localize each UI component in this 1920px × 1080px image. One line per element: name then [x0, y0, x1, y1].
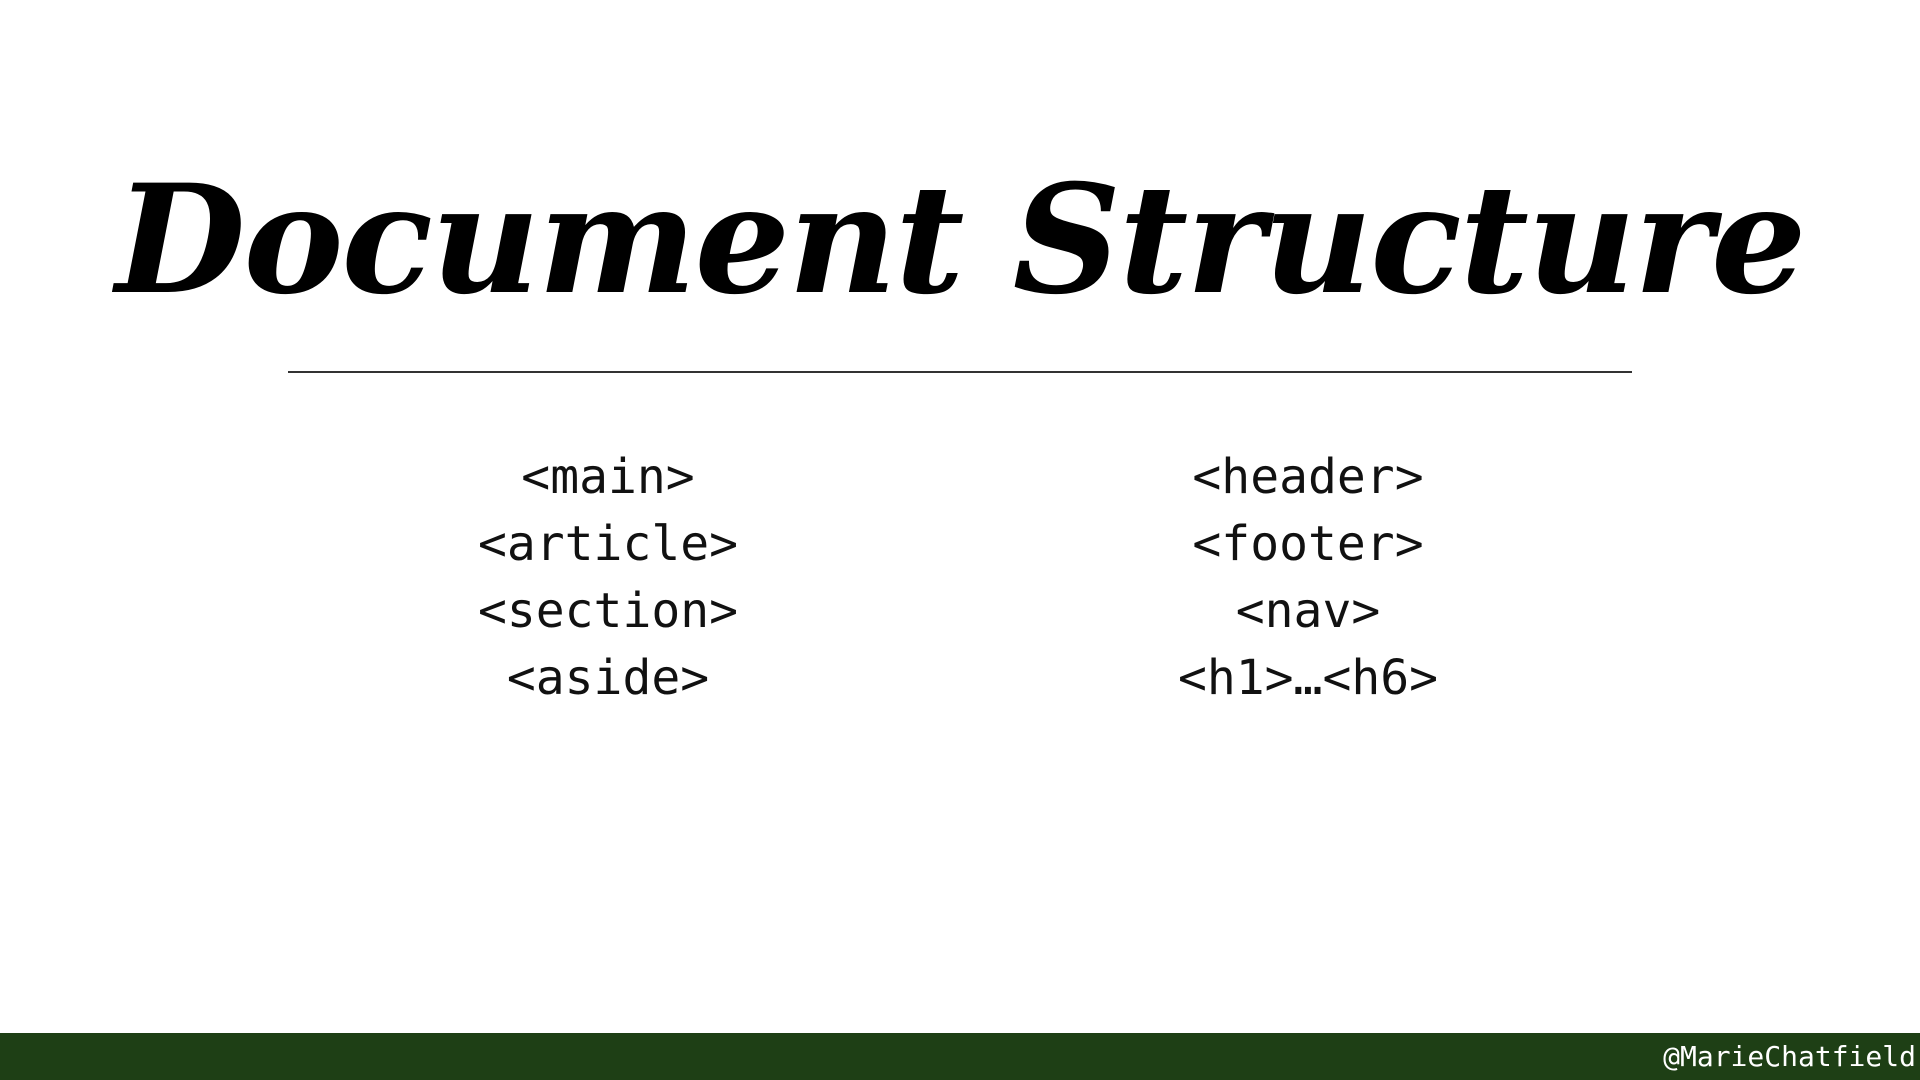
tag-item: <nav>	[1235, 583, 1381, 639]
tag-item: <article>	[477, 516, 739, 572]
left-tag-list: <main> <article> <section> <aside>	[358, 444, 858, 712]
tag-item: <main>	[521, 449, 695, 505]
tag-item: <header>	[1192, 449, 1424, 505]
right-tag-list: <header> <footer> <nav> <h1>…<h6>	[1058, 444, 1558, 712]
author-handle: @MarieChatfield	[1663, 1040, 1916, 1073]
tag-item: <aside>	[506, 650, 710, 706]
tag-item: <footer>	[1192, 516, 1424, 572]
tag-item: <section>	[477, 583, 739, 639]
slide-title: Document Structure	[115, 152, 1806, 328]
footer-bar: @MarieChatfield	[0, 1033, 1920, 1080]
tag-item: <h1>…<h6>	[1177, 650, 1439, 706]
title-divider	[288, 371, 1632, 373]
